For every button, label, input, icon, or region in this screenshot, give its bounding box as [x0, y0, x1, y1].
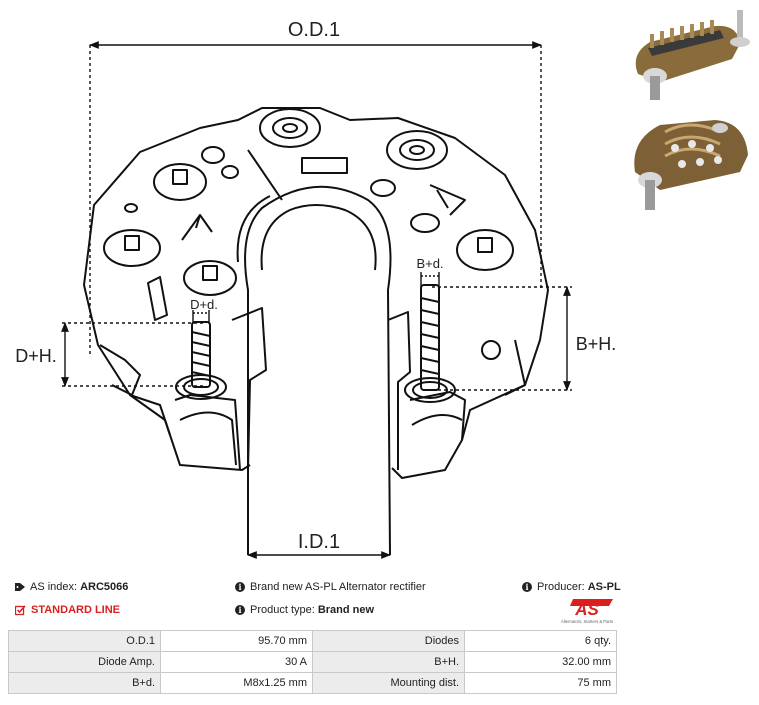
od1-label: O.D.1: [288, 19, 340, 41]
info-icon: i: [522, 582, 532, 592]
as-index-value: ARC5066: [80, 581, 129, 593]
specs-table: O.D.1 95.70 mm Diodes 6 qty. Diode Amp. …: [8, 630, 617, 694]
spec-value: 95.70 mm: [160, 630, 313, 652]
bd-label: B+d.: [416, 256, 443, 271]
spec-label: Diodes: [312, 630, 465, 652]
spec-label: Mounting dist.: [312, 672, 465, 694]
table-row: B+d. M8x1.25 mm Mounting dist. 75 mm: [8, 672, 617, 694]
as-pl-logo: AS Alternators, Starters & Parts: [561, 599, 613, 624]
description-row: i Brand new AS-PL Alternator rectifier: [235, 580, 426, 594]
product-type-row: i Product type: Brand new: [235, 603, 374, 617]
bh-label: B+H.: [576, 334, 617, 354]
spec-label: B+d.: [8, 672, 161, 694]
rectifier-body-outline: [83, 107, 549, 479]
description-text: Brand new AS-PL Alternator rectifier: [250, 581, 426, 593]
info-icon: i: [235, 605, 245, 615]
standard-line-row: STANDARD LINE: [15, 603, 120, 617]
spec-value: 30 A: [160, 651, 313, 673]
logo-text: AS: [574, 600, 599, 619]
standard-line-label: STANDARD LINE: [31, 604, 121, 616]
product-type-value: Brand new: [317, 604, 375, 616]
table-row: O.D.1 95.70 mm Diodes 6 qty.: [8, 630, 617, 652]
center-opening: [244, 185, 392, 556]
dh-label: D+H.: [15, 346, 57, 366]
id1-label: I.D.1: [298, 531, 340, 553]
producer-label: Producer:: [537, 581, 585, 593]
producer-value: AS-PL: [587, 581, 621, 593]
tag-icon: [15, 583, 25, 591]
info-icon: i: [235, 582, 245, 592]
rectifier-technical-drawing: O.D.1 I.D.1 D+H. B+H. D+d. B+d.: [15, 19, 617, 559]
logo-tagline: Alternators, Starters & Parts: [561, 619, 613, 624]
product-photo-bottom: [634, 120, 748, 210]
product-type-label: Product type:: [250, 604, 315, 616]
table-row: Diode Amp. 30 A B+H. 32.00 mm: [8, 651, 617, 673]
spec-label: Diode Amp.: [8, 651, 161, 673]
spec-value: M8x1.25 mm: [160, 672, 313, 694]
dd-label: D+d.: [190, 297, 218, 312]
spec-value: 32.00 mm: [464, 651, 617, 673]
as-index-label: AS index:: [30, 581, 78, 593]
spec-label: B+H.: [312, 651, 465, 673]
product-photo-top: [635, 10, 750, 100]
spec-label: O.D.1: [8, 630, 161, 652]
spec-value: 6 qty.: [464, 630, 617, 652]
producer-row: i Producer: AS-PL: [522, 580, 621, 594]
spec-value: 75 mm: [464, 672, 617, 694]
checkbox-edit-icon: [15, 604, 26, 615]
as-index-row: AS index: ARC5066: [15, 580, 128, 594]
